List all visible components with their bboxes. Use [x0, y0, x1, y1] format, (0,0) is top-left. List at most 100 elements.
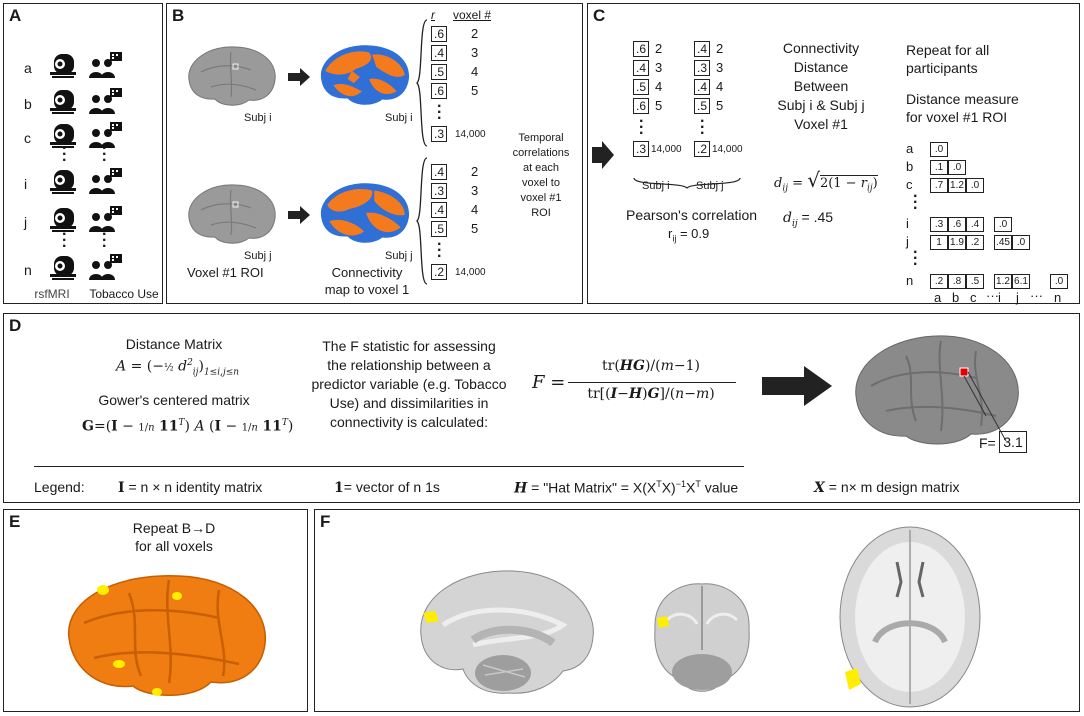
b-table-j-r-box: .4 — [431, 164, 447, 180]
c-col-b-voxel-num: 2 — [716, 41, 724, 56]
subj-j-label-1: Subj j — [244, 250, 272, 262]
b-table-j-voxel-num: 5 — [471, 221, 479, 236]
fstat-line-2: predictor variable (e.g. Tobacco — [311, 376, 507, 392]
panel-b: B Subj i Subj i Subj j Subj j Voxel #1 R… — [166, 3, 583, 304]
c-col-b-voxel-num: 4 — [716, 79, 724, 94]
legend-identity-text: = n × n identity matrix — [128, 479, 263, 495]
panel-e: E Repeat B→D for all voxels — [3, 509, 308, 712]
tri-cell: .2 — [930, 274, 948, 289]
c-col-a-voxel-num: 5 — [655, 98, 663, 113]
scanner-icon — [50, 208, 76, 232]
sagittal-mri — [420, 570, 594, 694]
b-table-i-ellipsis: ··· — [437, 98, 443, 127]
c-subj-i: Subj i — [642, 180, 670, 192]
subj-i-label-2: Subj i — [385, 112, 413, 124]
distance-matrix-title: Distance Matrix — [125, 336, 223, 352]
header-voxel: voxel # — [453, 8, 492, 22]
f-label: F= — [979, 435, 996, 451]
a-ellipsis-4: ··· — [102, 226, 108, 255]
conn-title-0: Connectivity — [782, 40, 860, 56]
temporal-line-2: at each — [522, 162, 560, 174]
people-icon — [89, 52, 122, 78]
tri-cell: .6 — [948, 217, 966, 232]
legend-ones-text: = vector of n 1s — [343, 479, 440, 495]
tri-row-b: b — [906, 159, 914, 174]
brain-f-stat — [855, 335, 1019, 445]
orange-brain — [68, 575, 266, 696]
tri-row-c: c — [906, 177, 913, 192]
arrow-right-icon-2 — [288, 206, 310, 224]
b-table-i-voxel-num: 2 — [471, 26, 479, 41]
tri-cell: 1.2 — [994, 274, 1012, 289]
legend-label: Legend: — [34, 479, 85, 495]
panel-f-label: F — [320, 512, 331, 531]
tri-ellipsis-2: ··· — [913, 244, 919, 273]
tri-col-c: c — [970, 290, 977, 305]
tri-cell: .4 — [966, 217, 984, 232]
b-table-i-voxel-num: 3 — [471, 45, 479, 60]
tri-col-ellipsis-2: ··· — [1030, 288, 1043, 303]
scanner-icon — [50, 54, 76, 78]
c-col-b-r-box: .4 — [694, 41, 710, 57]
panel-e-label: E — [9, 512, 21, 531]
repeat-b-d-line-2: for all voxels — [135, 538, 213, 554]
tri-cell: .5 — [966, 274, 984, 289]
c-col-b-voxel-num: 3 — [716, 60, 724, 75]
tri-col-j: j — [1016, 290, 1019, 305]
f-denominator: tr[(I−H)G]/(n−m) — [587, 386, 715, 402]
tri-cell: 1.2 — [948, 178, 966, 193]
b-table-j-voxel-num: 3 — [471, 183, 479, 198]
b-table-i-r-box: .3 — [431, 126, 447, 142]
coronal-mri — [654, 583, 750, 692]
conn-title-3: Subj i & Subj j — [777, 97, 865, 113]
legend-design: X = n× m design matrix — [814, 479, 960, 496]
temporal-line-3: voxel to — [522, 177, 560, 189]
c-col-b-voxel-num: 14,000 — [712, 144, 743, 155]
rsfmri-label: rsfMRI — [34, 287, 70, 301]
repeat-line-1: Repeat for all — [906, 42, 990, 58]
scanner-icon — [50, 256, 76, 280]
people-icon — [89, 88, 122, 114]
row-label-c: c — [24, 130, 31, 146]
b-table-j-r-box: .4 — [431, 202, 447, 218]
tri-cell: 1 — [930, 235, 948, 250]
panel-a-label: A — [9, 6, 22, 25]
tri-col-ellipsis-1: ··· — [986, 288, 999, 303]
tri-cell: .7 — [930, 178, 948, 193]
b-table-j-voxel-num: 14,000 — [455, 267, 486, 278]
people-icon — [89, 206, 122, 232]
dij-formula: dij = √2(1 − rij) — [774, 168, 878, 194]
c-col-b-r-box: .5 — [694, 98, 710, 114]
b-table-j-r-box: .2 — [431, 264, 447, 280]
tri-cell: .3 — [930, 217, 948, 232]
subj-i-label-1: Subj i — [244, 112, 272, 124]
conn-title-4: Voxel #1 — [794, 116, 848, 132]
c-col-b-r-box: .3 — [694, 60, 710, 76]
distance-line-1: Distance measure — [906, 91, 1019, 107]
c-subj-j: Subj j — [696, 180, 724, 192]
tri-col-b: b — [952, 290, 960, 305]
legend-identity: I = n × n identity matrix — [118, 479, 263, 496]
b-table-j-r-box: .5 — [431, 221, 447, 237]
panel-f: F — [314, 509, 1080, 712]
tri-col-a: a — [934, 290, 942, 305]
fstat-line-3: Use) and dissimilarities in — [329, 395, 489, 411]
tri-cell: 6.1 — [1012, 274, 1030, 289]
b-table-i-r-box: .6 — [431, 83, 447, 99]
f-formula: F = — [532, 372, 566, 393]
legend-hat-text: = "Hat Matrix" = X(X — [531, 479, 657, 496]
f-numerator: tr(HG)/(m−1) — [602, 358, 700, 374]
dij-value: = .45 — [801, 209, 834, 225]
tri-row-n: n — [906, 273, 914, 288]
b-table-i-r-box: .4 — [431, 45, 447, 61]
connectivity-brain-subj-i — [320, 45, 410, 105]
c-col-a-r-box: .3 — [633, 141, 649, 157]
b-table-j-ellipsis: ··· — [437, 236, 443, 265]
b-table-j-r-box: .3 — [431, 183, 447, 199]
connectivity-map-label-1: Connectivity — [331, 265, 403, 280]
b-table-j-voxel-num: 2 — [471, 164, 479, 179]
panel-b-label: B — [172, 6, 185, 25]
dij-result: dij = .45 — [783, 209, 834, 229]
tri-cell: .0 — [930, 142, 948, 157]
